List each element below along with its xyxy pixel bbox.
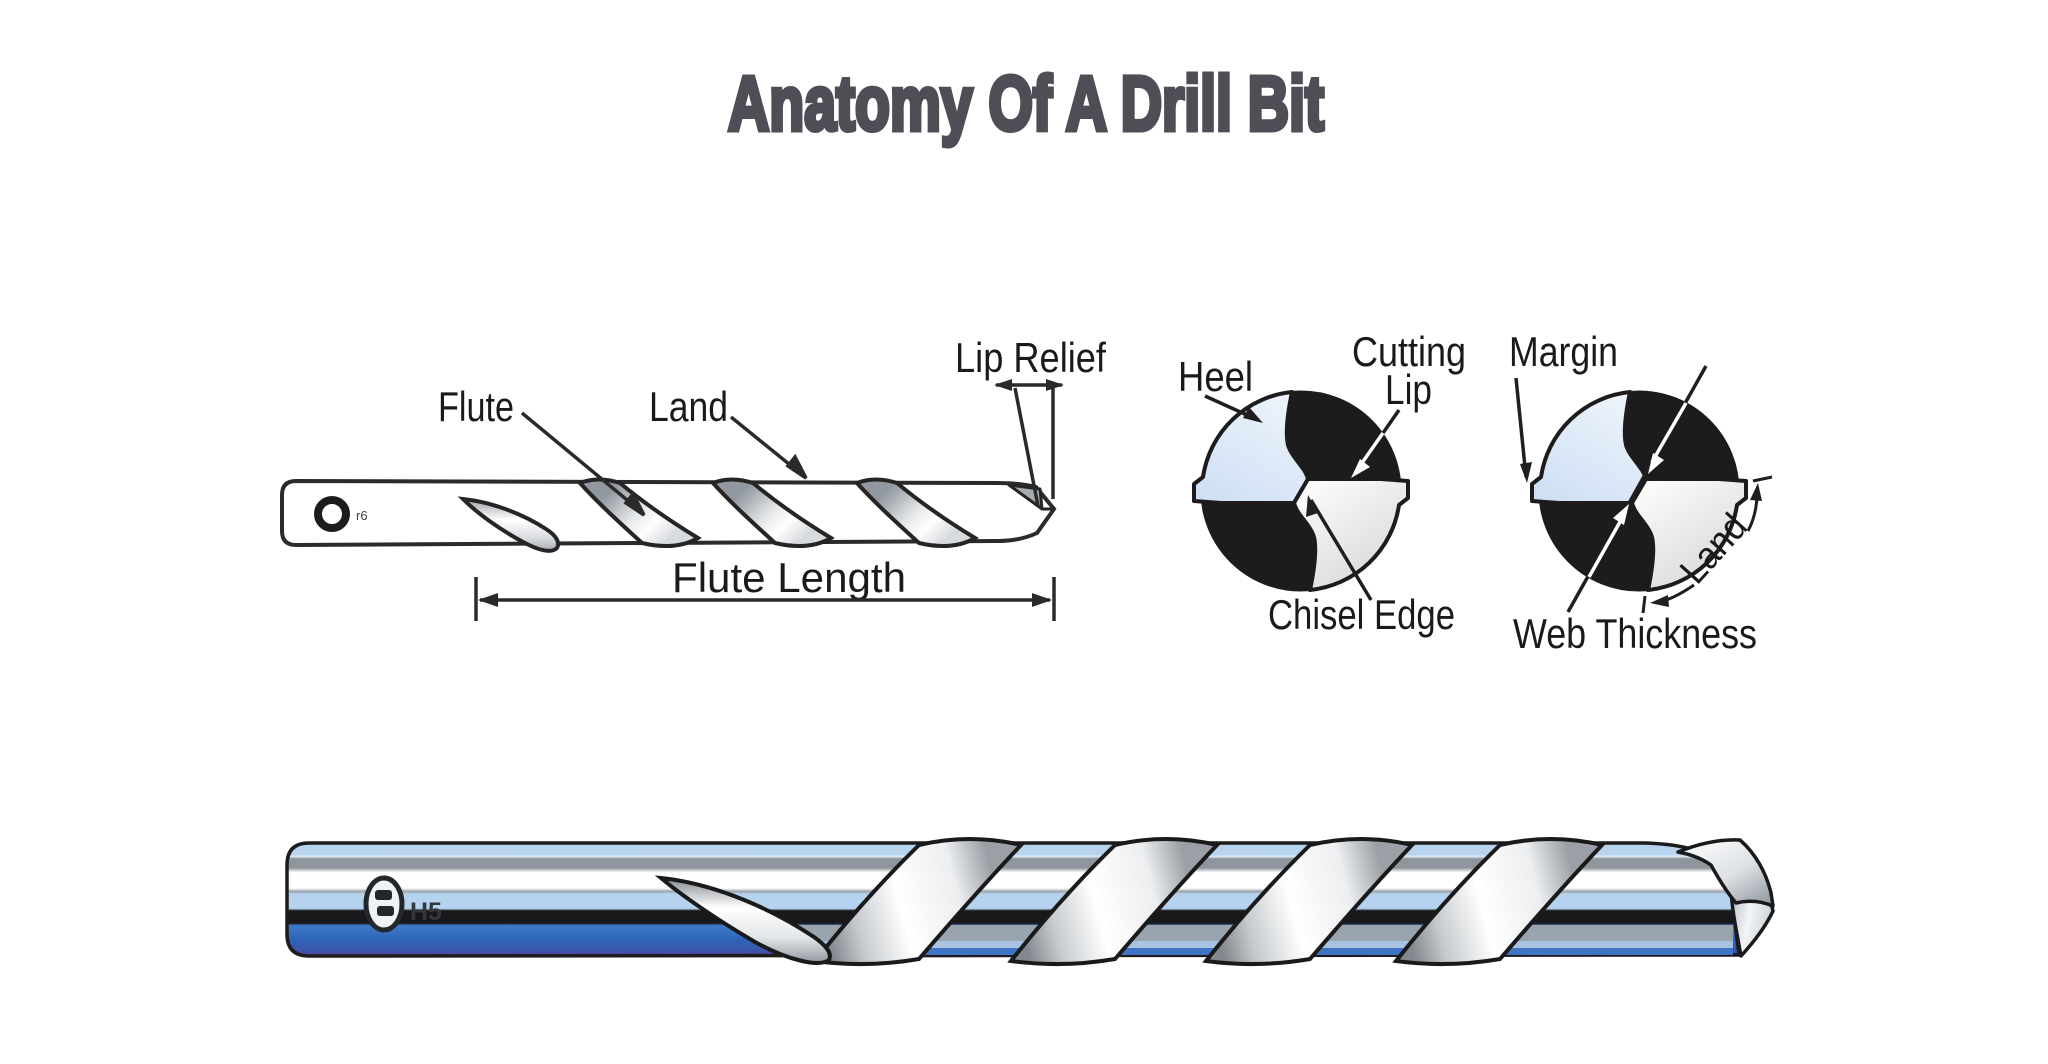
svg-text:r6: r6	[356, 508, 368, 523]
svg-text:Margin: Margin	[1509, 328, 1618, 375]
svg-text:Lip: Lip	[1385, 366, 1432, 413]
svg-text:H5: H5	[410, 898, 442, 926]
svg-text:Lip Relief: Lip Relief	[955, 334, 1106, 381]
svg-text:Land: Land	[649, 383, 728, 430]
svg-text:Chisel Edge: Chisel Edge	[1268, 591, 1455, 638]
svg-text:Heel: Heel	[1178, 353, 1253, 400]
svg-text:Cutting: Cutting	[1352, 328, 1466, 375]
svg-text:Flute: Flute	[438, 383, 514, 430]
svg-text:Flute Length: Flute Length	[672, 554, 906, 601]
svg-text:Web Thickness: Web Thickness	[1513, 610, 1757, 657]
svg-text:Anatomy Of A Drill Bit: Anatomy Of A Drill Bit	[728, 61, 1324, 147]
